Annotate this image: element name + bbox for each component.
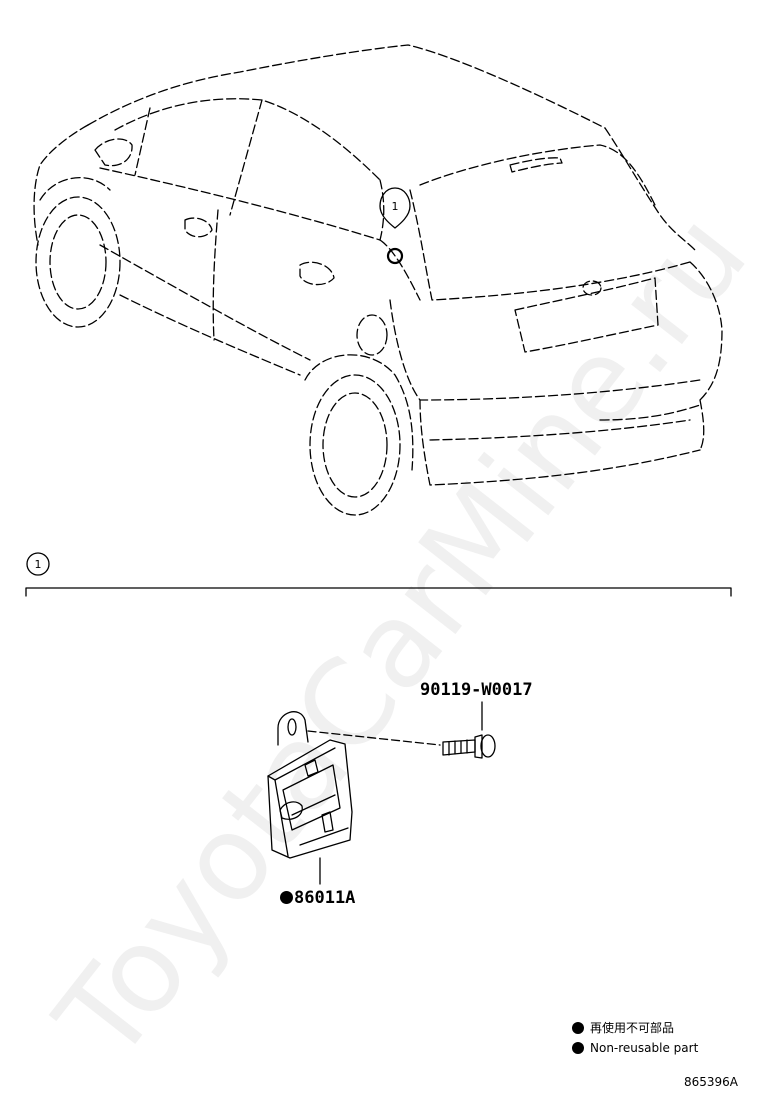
diagram-code: 865396A (684, 1075, 739, 1089)
legend-row-english: Non-reusable part (572, 1041, 698, 1055)
bolt-part-number[interactable]: 90119-W0017 (420, 680, 533, 700)
assembly-line (307, 730, 441, 746)
section-header (25, 552, 732, 597)
vehicle-callout (379, 187, 411, 265)
non-reusable-bullet-icon (572, 1021, 584, 1034)
section-callout-number: 1 (35, 558, 42, 571)
legend-text-english: Non-reusable part (590, 1041, 699, 1055)
non-reusable-marker-icon (280, 891, 293, 904)
vehicle-callout-number: 1 (392, 200, 399, 213)
vehicle-outline (33, 44, 723, 516)
bolt-part-drawing (442, 734, 496, 759)
legend-row-japanese: 再使用不可部品 (572, 1019, 674, 1036)
sensor-part-drawing (267, 711, 353, 859)
legend-text-japanese: 再使用不可部品 (590, 1021, 675, 1035)
sensor-part-number[interactable]: 86011A (294, 888, 356, 908)
non-reusable-bullet-icon (572, 1042, 584, 1054)
